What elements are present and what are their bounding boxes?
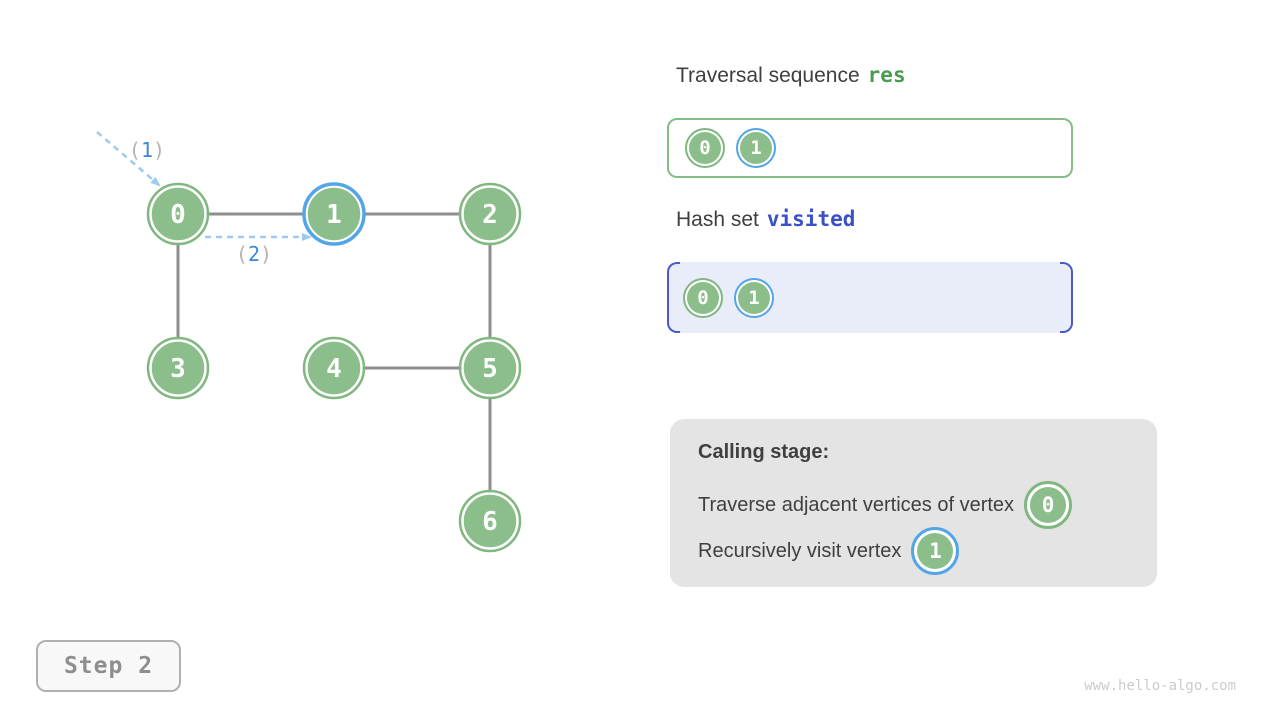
node-label: 4: [326, 354, 342, 384]
vertex-chip-label: 1: [917, 533, 954, 569]
vertex-chip-label: 1: [738, 281, 770, 314]
vertex-chip-0: 0: [685, 128, 725, 168]
left-bracket: [667, 262, 680, 333]
calling-stage-line: Traverse adjacent vertices of vertex 0: [698, 480, 1073, 530]
node-ring: [458, 336, 522, 400]
watermark: www.hello-algo.com: [1084, 678, 1236, 694]
node-ring: [146, 182, 210, 246]
vertex-chip-1: 1: [911, 527, 960, 575]
graph-diagram: (1) (2) 0 1 2 3 4 5 6: [96, 131, 522, 553]
node-label: 1: [326, 200, 342, 230]
traversal-arrow-label-2: (2): [236, 242, 272, 266]
calling-stage-line-text: Traverse adjacent vertices of vertex: [698, 493, 1015, 516]
visited-code-label: visited: [766, 207, 856, 231]
graph-node-5: 5: [458, 336, 522, 400]
calling-stage-line-text: Recursively visit vertex: [698, 539, 902, 562]
graph-node-2: 2: [458, 182, 522, 246]
node-ring: [146, 336, 210, 400]
vertex-chip-label: 0: [689, 132, 721, 164]
traversal-sequence-title: Traversal sequence res: [676, 63, 906, 88]
vertex-chip-1: 1: [734, 277, 774, 318]
node-body: [461, 185, 519, 243]
graph-node-0: 0: [146, 182, 210, 246]
traversal-arrow-label-1: (1): [129, 138, 165, 162]
node-label: 0: [170, 200, 186, 230]
vertex-chip-label: 1: [740, 132, 772, 164]
vertex-chip-label: 0: [687, 281, 719, 314]
node-body: [461, 339, 519, 397]
node-body: [149, 339, 207, 397]
graph-node-1: 1: [302, 182, 366, 246]
traversal-arrow-1: [96, 131, 161, 187]
graph-node-4: 4: [302, 336, 366, 400]
hash-set-title-text: Hash set: [676, 208, 759, 231]
vertex-chip-0: 0: [1024, 481, 1073, 529]
traversal-sequence-title-text: Traversal sequence: [676, 64, 860, 87]
node-label: 5: [482, 354, 498, 384]
right-bracket: [1060, 262, 1073, 333]
node-ring: [302, 182, 366, 246]
vertex-chip-0: 0: [683, 277, 723, 318]
graph-node-3: 3: [146, 336, 210, 400]
node-ring: [302, 336, 366, 400]
node-body: [149, 185, 207, 243]
node-ring: [458, 182, 522, 246]
calling-stage-heading: Calling stage:: [698, 441, 830, 463]
node-label: 6: [482, 507, 498, 537]
graph-node-6: 6: [458, 489, 522, 553]
node-body: [305, 339, 363, 397]
node-label: 2: [482, 200, 498, 230]
calling-stage-line: Recursively visit vertex 1: [698, 526, 960, 576]
vertex-chip-1: 1: [736, 128, 776, 168]
hash-set-title: Hash set visited: [676, 207, 855, 232]
node-label: 3: [170, 354, 186, 384]
node-ring: [458, 489, 522, 553]
res-code-label: res: [867, 63, 906, 87]
vertex-chip-label: 0: [1030, 487, 1067, 523]
node-body: [461, 492, 519, 550]
step-badge: Step 2: [36, 640, 181, 692]
node-body: [305, 185, 363, 243]
